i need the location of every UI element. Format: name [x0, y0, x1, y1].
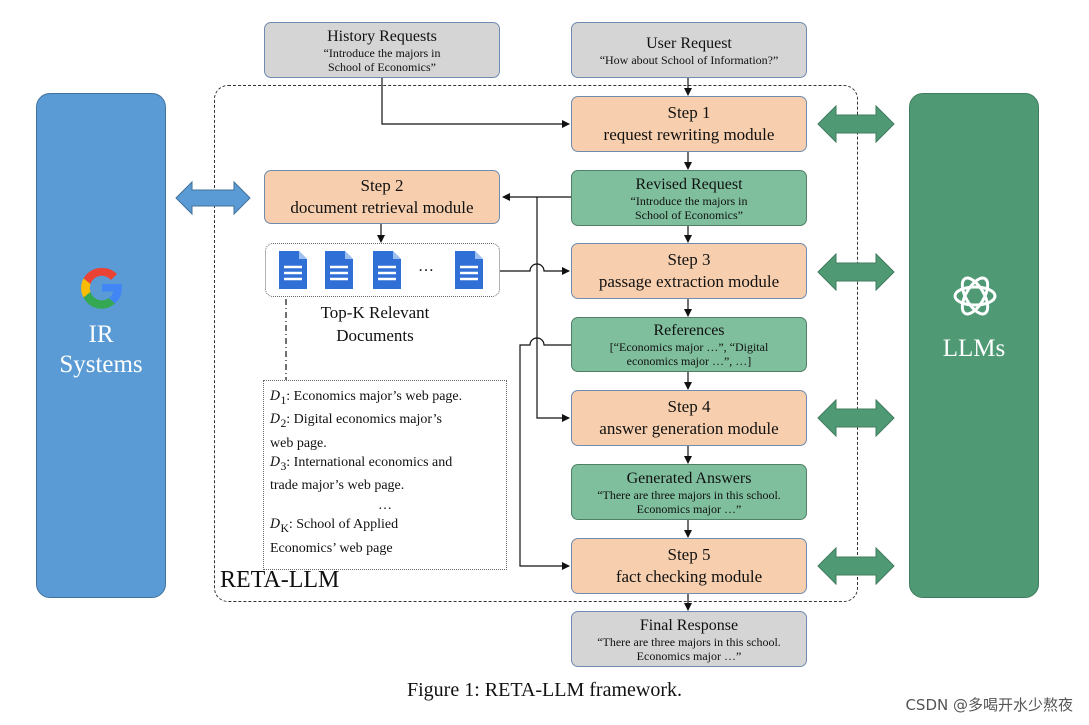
- final-title: Final Response: [639, 616, 739, 634]
- step1-box: Step 1 request rewriting module: [571, 96, 807, 152]
- top-k-documents-strip: …: [265, 243, 500, 297]
- step2-box: Step 2 document retrieval module: [264, 170, 500, 224]
- step2-module: document retrieval module: [290, 198, 474, 217]
- note-d2-cont: web page.: [270, 435, 327, 451]
- step1-module: request rewriting module: [603, 125, 775, 144]
- generated-line2: Economics major …”: [636, 501, 742, 516]
- note-d2: D2: Digital economics major’s: [270, 412, 442, 431]
- history-to-step1-line: [381, 78, 570, 128]
- note-d3-cont: trade major’s web page.: [270, 478, 405, 494]
- step3-module: passage extraction module: [598, 272, 780, 291]
- note-d1: D1: Economics major’s web page.: [270, 389, 463, 407]
- document-icon: [325, 251, 353, 289]
- revised-quote-line2: School of Economics”: [635, 207, 743, 222]
- ir-systems-panel: IR Systems: [36, 93, 166, 598]
- history-quote-line1: “Introduce the majors in: [323, 45, 441, 60]
- references-line2: economics major …”, …]: [626, 354, 752, 368]
- generated-line1: “There are three majors in this school.: [597, 487, 781, 502]
- step1-title: Step 1: [667, 103, 711, 122]
- history-requests-box: History Requests “Introduce the majors i…: [264, 22, 500, 78]
- docs-to-step3-line: [500, 263, 570, 275]
- ir-label-line2: Systems: [59, 351, 143, 378]
- revised-request-box: Revised Request “Introduce the majors in…: [571, 170, 807, 226]
- revised-quote-line1: “Introduce the majors in: [630, 193, 748, 208]
- references-title: References: [653, 322, 725, 339]
- top-k-line1: Top-K Relevant: [320, 303, 430, 322]
- user-request-box: User Request “How about School of Inform…: [571, 22, 807, 78]
- top-k-line2: Documents: [336, 326, 414, 345]
- user-request-title: User Request: [646, 34, 732, 52]
- document-icon: [373, 251, 401, 289]
- watermark: CSDN @多喝开水少熬夜: [905, 696, 1073, 714]
- step5-llm-double-arrow: [817, 546, 895, 586]
- step4-title: Step 4: [667, 397, 711, 416]
- step4-llm-double-arrow: [817, 398, 895, 438]
- document-icon: [279, 251, 307, 289]
- llms-panel: LLMs: [909, 93, 1039, 598]
- step2-title: Step 2: [360, 176, 404, 195]
- note-dots: …: [378, 497, 392, 513]
- final-line1: “There are three majors in this school.: [597, 634, 781, 649]
- documents-ellipsis: …: [418, 258, 434, 275]
- final-response-box: Final Response “There are three majors i…: [571, 611, 807, 667]
- history-quote-line2: School of Economics”: [328, 59, 436, 74]
- openai-knot-icon: [953, 276, 997, 316]
- user-request-quote: “How about School of Information?”: [599, 52, 779, 67]
- generated-answers-box: Generated Answers “There are three major…: [571, 464, 807, 520]
- note-dk: DK: School of Applied: [270, 517, 399, 536]
- note-d3: D3: International economics and: [270, 455, 453, 473]
- ir-double-arrow: [175, 180, 251, 216]
- llms-label: LLMs: [942, 335, 1006, 362]
- figure-caption: Figure 1: RETA-LLM framework.: [407, 679, 682, 701]
- step3-llm-double-arrow: [817, 252, 895, 292]
- references-box: References [“Economics major …”, “Digita…: [571, 317, 807, 372]
- generated-title: Generated Answers: [626, 469, 752, 487]
- step4-box: Step 4 answer generation module: [571, 390, 807, 446]
- top-k-label: Top-K Relevant Documents: [285, 301, 465, 347]
- history-title: History Requests: [327, 27, 437, 45]
- step5-title: Step 5: [667, 545, 711, 564]
- references-line1: [“Economics major …”, “Digital: [609, 340, 769, 354]
- step4-module: answer generation module: [599, 419, 779, 438]
- reta-llm-frame: [214, 85, 858, 602]
- step3-box: Step 3 passage extraction module: [571, 243, 807, 299]
- refs-to-step5-line: [519, 337, 571, 570]
- google-g-icon: [81, 267, 122, 309]
- step5-box: Step 5 fact checking module: [571, 538, 807, 594]
- note-dk-cont: Economics’ web page: [270, 540, 393, 556]
- ir-label-line1: IR: [88, 321, 114, 348]
- document-notes-box: D1: Economics major’s web page. D2: Digi…: [263, 380, 507, 570]
- final-line2: Economics major …”: [636, 648, 742, 663]
- step5-module: fact checking module: [615, 567, 763, 586]
- document-icon: [455, 251, 483, 289]
- step1-llm-double-arrow: [817, 104, 895, 144]
- revised-title: Revised Request: [635, 175, 743, 193]
- step3-title: Step 3: [667, 250, 711, 269]
- framework-label: RETA-LLM: [220, 567, 340, 593]
- revised-to-step4-line: [536, 197, 570, 422]
